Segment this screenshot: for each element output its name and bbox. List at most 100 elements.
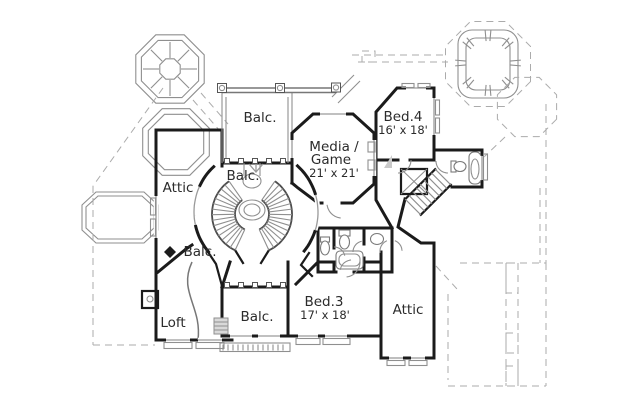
stair-landing-inner	[243, 203, 261, 217]
ne-turret-rib	[455, 64, 467, 67]
window-sill	[434, 99, 441, 116]
attic-lower-walls	[379, 197, 436, 360]
window-sill	[367, 159, 376, 171]
ne-turret-rib	[462, 76, 472, 85]
window-sill	[482, 153, 489, 181]
rotunda-wall-left	[192, 164, 216, 255]
balcony-top-side-edges	[221, 93, 293, 163]
ne-turret-rib	[466, 37, 475, 47]
window-sill	[219, 342, 291, 353]
toilet-bowl	[338, 234, 351, 250]
balcony-left-marker-diamond	[164, 246, 176, 258]
label-balcony-inner: Balc.	[227, 168, 260, 184]
bathtub-inner	[338, 253, 361, 267]
label-bed3-dims: 17' x 18'	[300, 308, 350, 322]
stair-tread	[431, 172, 448, 189]
stair-tread	[268, 208, 292, 213]
ne-turret-rib	[504, 76, 514, 85]
door-swing	[352, 240, 362, 252]
railing-post	[275, 83, 285, 93]
loft-hatch-lines	[214, 321, 228, 331]
stair-tread	[228, 180, 243, 201]
ne-turret-rib	[466, 79, 475, 89]
rotunda-window	[314, 194, 319, 231]
stair-tread	[224, 184, 241, 202]
window-sill	[149, 218, 157, 237]
railing-post-cap	[332, 84, 340, 91]
label-balcony-bottom: Balc.	[241, 309, 274, 325]
wall-tick	[280, 158, 286, 164]
label-media-game-dims: 21' x 21'	[309, 166, 359, 180]
door-swing	[326, 204, 341, 219]
door-swing	[435, 161, 448, 174]
stair-tread	[217, 192, 238, 206]
stair-tread	[264, 188, 284, 204]
stair-tread	[263, 184, 280, 202]
bathtub-ne-inner	[470, 158, 480, 180]
rotunda-window	[193, 186, 200, 226]
stair-tread	[220, 188, 240, 204]
roof-dash	[200, 92, 229, 125]
turret-octagon	[135, 34, 205, 104]
pedestal-sink	[319, 240, 331, 256]
stair-tread	[427, 176, 444, 193]
stair-tread	[258, 229, 270, 251]
spiral-stair-inner	[234, 199, 246, 231]
stair-tread	[212, 216, 236, 221]
door-swing	[394, 240, 403, 251]
ne-turret-rib	[484, 30, 487, 42]
wall-tick	[266, 282, 272, 288]
roof-dash	[192, 99, 221, 132]
ne-turret-rib	[462, 41, 472, 50]
loft-walls	[155, 242, 232, 289]
label-balcony-left: Balc.	[184, 244, 217, 260]
stair-landing-stem	[243, 163, 261, 176]
stair-tread	[213, 218, 236, 227]
stair-landing-outer	[238, 199, 266, 221]
stair-tread	[267, 197, 290, 208]
stair-tread	[260, 227, 275, 248]
turret-spoke	[150, 76, 163, 89]
label-bed3: Bed.3	[304, 294, 343, 310]
turret-spoke	[177, 76, 190, 89]
stair-tread	[404, 198, 422, 216]
label-balcony-top: Balc.	[244, 110, 277, 126]
stair-tread	[262, 226, 279, 245]
ne-turret-rib	[455, 59, 467, 62]
stair-tread	[268, 203, 291, 211]
turret-octagon	[140, 39, 200, 99]
label-bed4: Bed.4	[383, 109, 422, 125]
door-swing	[398, 160, 412, 174]
railing-post-cap	[276, 84, 284, 92]
bathroom-walls	[316, 226, 394, 274]
ne-turret-rib	[501, 37, 510, 47]
ne-turret-rib	[501, 79, 510, 89]
window-sill	[417, 82, 431, 89]
spiral-stair-outer	[211, 180, 236, 252]
porch-column	[505, 365, 519, 387]
label-media-game-2: Game	[311, 152, 351, 168]
roof-edge	[331, 74, 355, 98]
stair-tread	[434, 168, 452, 186]
ne-turret-rib	[509, 59, 521, 62]
ne-turret-rib	[504, 41, 514, 50]
roof-octagon	[147, 113, 205, 171]
stair-tread	[264, 224, 283, 241]
window-sill	[386, 359, 406, 367]
wall-tick	[238, 158, 244, 164]
label-media-game-1: Media /	[309, 139, 359, 155]
ne-turret-rib	[489, 84, 492, 96]
stair-tread	[265, 222, 286, 237]
wall-tick	[224, 158, 230, 164]
stair-tread	[408, 195, 425, 212]
stair-tread	[416, 187, 433, 204]
room-labels: Balc. Balc. Balc. Balc. Attic Attic Loft…	[160, 109, 428, 331]
window-sill	[295, 337, 321, 346]
window-sill	[434, 117, 441, 134]
door-swing	[379, 240, 388, 253]
stair-tread	[268, 218, 291, 227]
railing-post	[331, 82, 341, 93]
ne-turret-rib	[484, 84, 487, 96]
loft-curved-wall	[186, 261, 200, 341]
